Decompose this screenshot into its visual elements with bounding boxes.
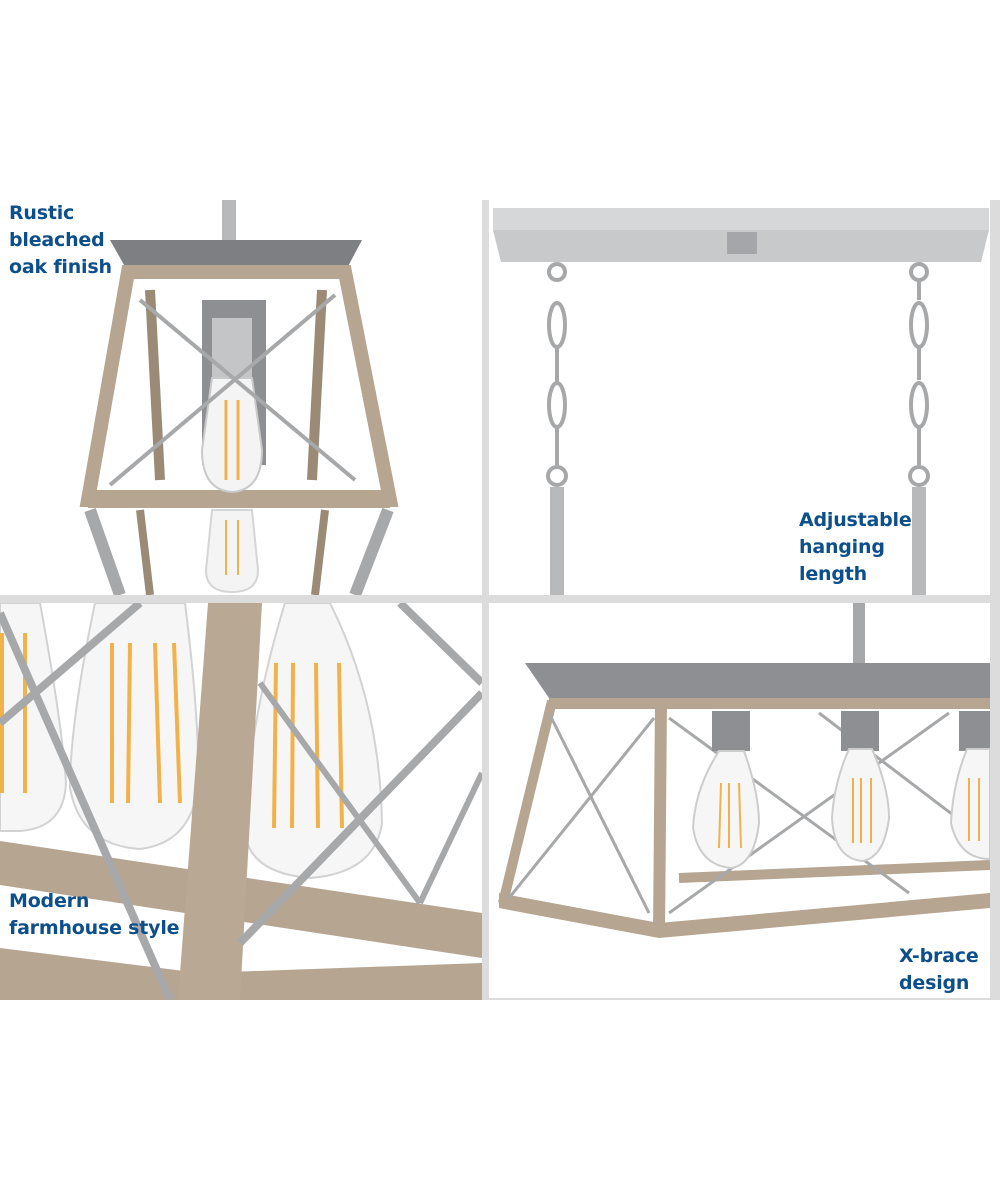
caption-rustic-finish: Rustic bleached oak finish — [9, 200, 112, 281]
canopy-chains-illustration — [493, 208, 989, 595]
caption-line: oak finish — [9, 256, 112, 278]
caption-line: design — [899, 972, 970, 994]
caption-line: farmhouse style — [9, 917, 180, 939]
right-edge-band — [990, 200, 1000, 1000]
panel-rustic-finish: Rustic bleached oak finish — [0, 200, 482, 595]
panel-farmhouse-style: Modern farmhouse style — [0, 603, 482, 1000]
caption-line: hanging — [799, 536, 885, 558]
caption-line: bleached — [9, 229, 105, 251]
caption-line: Modern — [9, 890, 90, 912]
caption-line: length — [799, 563, 867, 585]
caption-line: Rustic — [9, 202, 75, 224]
pendant-lantern-illustration — [79, 200, 399, 595]
product-feature-collage: Rustic bleached oak finish — [0, 200, 1000, 1000]
linear-chandelier-illustration — [498, 603, 990, 938]
horizontal-divider — [0, 595, 1000, 603]
caption-farmhouse-style: Modern farmhouse style — [9, 888, 180, 942]
panel-x-brace-design: X-brace design — [489, 603, 990, 998]
bulb-detail-illustration — [0, 603, 482, 1000]
caption-adjustable-length: Adjustable hanging length — [799, 507, 912, 588]
panel-adjustable-length: Adjustable hanging length — [489, 200, 990, 595]
caption-line: X-brace — [899, 945, 979, 967]
caption-line: Adjustable — [799, 509, 912, 531]
caption-x-brace-design: X-brace design — [899, 943, 979, 997]
bottom-right-edge — [489, 998, 1000, 1000]
